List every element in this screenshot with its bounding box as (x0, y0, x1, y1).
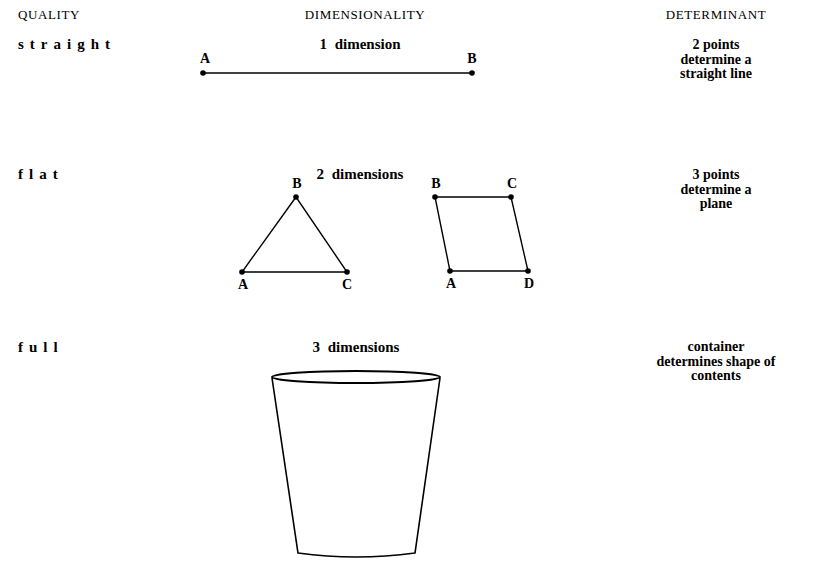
dimension-label: 1 dimension (319, 37, 400, 53)
dimension-label: 3 dimensions (313, 340, 400, 356)
point-label: A (200, 52, 210, 67)
quality-word: full (18, 340, 64, 356)
point-dot (447, 268, 453, 274)
quality-word: flat (18, 167, 64, 183)
column-header: QUALITY (18, 8, 80, 22)
line-segment (203, 72, 472, 73)
point-label: C (342, 278, 352, 293)
point-dot (432, 194, 438, 200)
cup-rim (272, 371, 440, 383)
point-dot (525, 268, 531, 274)
point-label: B (292, 177, 301, 192)
point-dot (469, 70, 475, 76)
parallelogram (435, 197, 528, 271)
point-dot (344, 269, 350, 275)
point-label: B (467, 52, 476, 67)
point-label: C (507, 177, 517, 192)
point-dot (239, 269, 245, 275)
triangle (242, 197, 347, 272)
point-dot (200, 70, 206, 76)
determinant-note: 3 points determine a plane (664, 168, 768, 212)
point-label: D (524, 277, 534, 292)
point-label: A (446, 277, 456, 292)
point-dot (508, 194, 514, 200)
determinant-note: container determines shape of contents (653, 340, 779, 384)
quality-word: straight (18, 37, 116, 53)
column-header: DIMENSIONALITY (305, 8, 425, 22)
point-dot (293, 194, 299, 200)
column-header: DETERMINANT (666, 8, 766, 22)
cup-body (272, 378, 440, 557)
point-label: A (238, 278, 248, 293)
dimension-label: 2 dimensions (317, 167, 404, 183)
determinant-note: 2 points determine a straight line (664, 38, 768, 82)
point-label: B (431, 177, 440, 192)
